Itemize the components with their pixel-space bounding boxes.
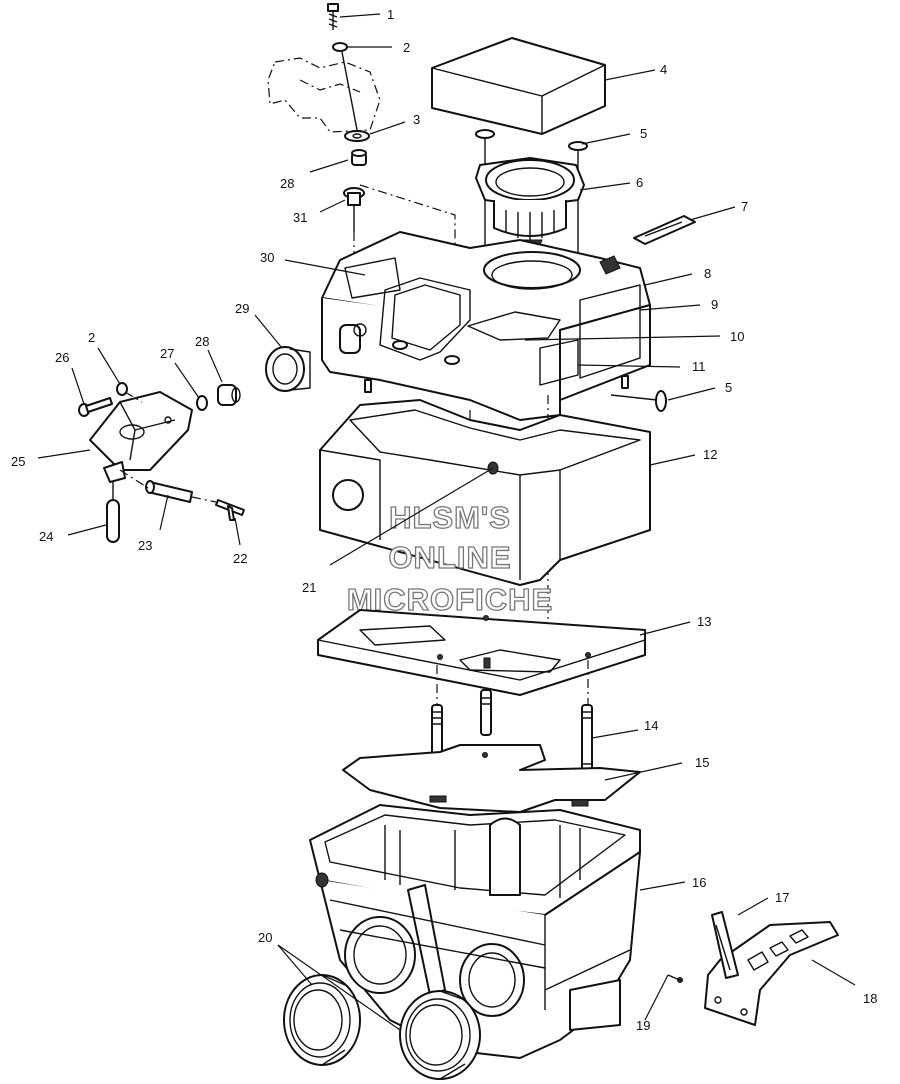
grommet-part-3	[344, 130, 370, 142]
callout-23: 23	[138, 538, 152, 553]
callout-10: 10	[730, 329, 744, 344]
callout-28: 28	[280, 176, 294, 191]
carb-body-part-25	[89, 391, 193, 483]
callout-24: 24	[39, 529, 53, 544]
screw-part-5-side	[610, 390, 667, 412]
washer-part-27	[196, 395, 208, 411]
callout-2: 2	[403, 40, 410, 55]
foam-strip-part-7	[633, 215, 696, 245]
bracket-part-18	[704, 921, 839, 1026]
callouts: 1 2 3 4 5 6 7 8 9 10 11 5 12 13 14 15 16…	[11, 7, 877, 1033]
washer-part-2-top	[332, 42, 348, 52]
callout-12: 12	[703, 447, 717, 462]
callout-3: 3	[413, 112, 420, 127]
callout-19: 19	[636, 1018, 650, 1033]
filter-flange-part-6	[475, 157, 585, 251]
leader-lines	[37, 13, 856, 1031]
callout-29: 29	[235, 301, 249, 316]
callout-30: 30	[260, 250, 274, 265]
stud-part-14-center	[480, 689, 492, 736]
boot-part-20-left	[283, 974, 361, 1066]
callout-11: 11	[692, 359, 706, 374]
screw-part-1	[327, 3, 339, 30]
bracket-ghost-outline	[267, 51, 381, 136]
watermark-line-2: ONLINE	[388, 540, 511, 575]
callout-18: 18	[863, 991, 877, 1006]
hose-part-23	[145, 480, 193, 503]
callout-1: 1	[387, 7, 394, 22]
boot-grommet-part-29	[265, 346, 311, 392]
stud-part-14-right	[581, 704, 593, 778]
strap-part-17	[711, 911, 739, 979]
bushing-part-28-top	[351, 149, 367, 166]
washer-part-2-left	[116, 382, 128, 396]
callout-13: 13	[697, 614, 711, 629]
screw-part-26	[78, 397, 113, 417]
airbox-lid	[321, 231, 651, 421]
watermark-line-1: HLSM'S	[389, 500, 511, 535]
callout-7: 7	[741, 199, 748, 214]
callout-14: 14	[644, 718, 658, 733]
bushing-part-28-left	[217, 384, 241, 406]
callout-8: 8	[704, 266, 711, 281]
callout-26: 26	[55, 350, 69, 365]
callout-17: 17	[775, 890, 789, 905]
assembly-line-carb-1	[119, 469, 149, 489]
assembly-line-carb-2	[191, 496, 217, 503]
callout-9: 9	[711, 297, 718, 312]
callout-6: 6	[636, 175, 643, 190]
callout-5: 5	[640, 126, 647, 141]
fitting-part-22	[215, 499, 245, 521]
callout-16: 16	[692, 875, 706, 890]
filter-block-part-4	[431, 37, 606, 135]
callout-27: 27	[160, 346, 174, 361]
callout-20: 20	[258, 930, 272, 945]
plate-part-15	[342, 744, 641, 813]
callout-25: 25	[11, 454, 25, 469]
callout-15: 15	[695, 755, 709, 770]
callout-22: 22	[233, 551, 247, 566]
callout-31: 31	[293, 210, 307, 225]
callout-5-side: 5	[725, 380, 732, 395]
callout-4: 4	[660, 62, 667, 77]
middle-housing-part-12	[319, 399, 651, 586]
screw-part-19	[667, 974, 683, 983]
boot-part-20-right	[399, 990, 481, 1080]
callout-21: 21	[302, 580, 316, 595]
lower-airbox-part-16	[309, 804, 641, 1059]
fitting-part-31	[343, 187, 365, 232]
assembly-line-carb-3	[124, 391, 143, 403]
callout-2-left: 2	[88, 330, 95, 345]
plate-part-13	[317, 609, 646, 696]
callout-28-left: 28	[195, 334, 209, 349]
hose-part-24	[106, 482, 120, 543]
